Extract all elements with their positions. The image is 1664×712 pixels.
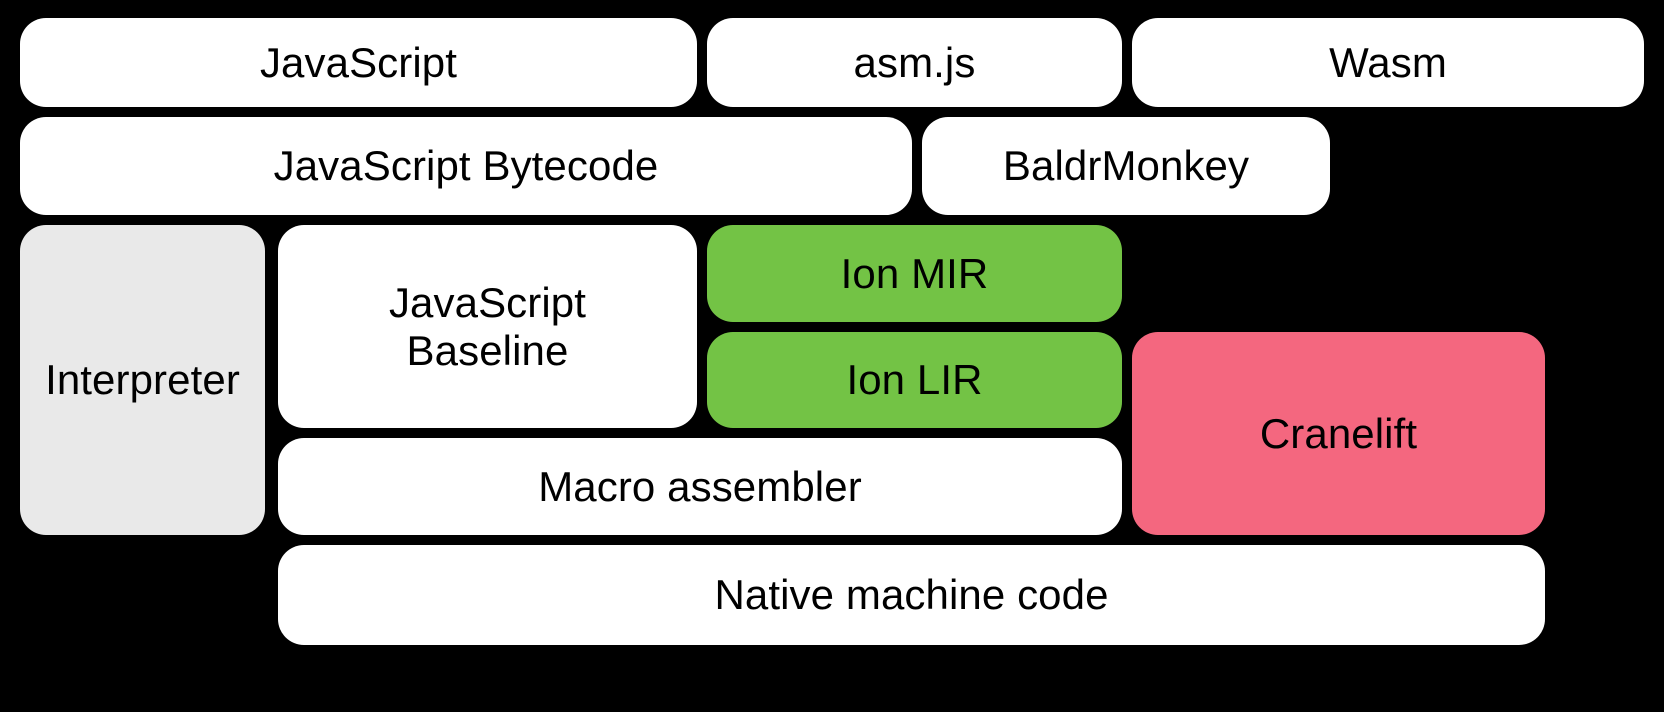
- node-label-javascript-baseline: JavaScript Baseline: [388, 279, 587, 374]
- node-baldrmonkey[interactable]: BaldrMonkey: [922, 117, 1330, 215]
- node-label-macro-assembler: Macro assembler: [538, 462, 862, 510]
- node-ion-lir[interactable]: Ion LIR: [707, 332, 1122, 428]
- node-label-javascript: JavaScript: [259, 38, 458, 86]
- node-asm-js[interactable]: asm.js: [707, 18, 1122, 107]
- node-label-wasm: Wasm: [1329, 38, 1447, 86]
- node-javascript-baseline[interactable]: JavaScript Baseline: [278, 225, 697, 428]
- node-label-ion-lir: Ion LIR: [846, 356, 983, 404]
- node-javascript-bytecode[interactable]: JavaScript Bytecode: [20, 117, 912, 215]
- node-ion-mir[interactable]: Ion MIR: [707, 225, 1122, 322]
- node-native-machine-code[interactable]: Native machine code: [278, 545, 1545, 645]
- node-label-ion-mir: Ion MIR: [840, 249, 989, 297]
- node-label-interpreter: Interpreter: [45, 356, 240, 404]
- node-cranelift[interactable]: Cranelift: [1132, 332, 1545, 535]
- node-javascript[interactable]: JavaScript: [20, 18, 697, 107]
- node-label-cranelift: Cranelift: [1259, 409, 1418, 457]
- node-label-javascript-bytecode: JavaScript Bytecode: [273, 142, 659, 190]
- node-label-native-machine-code: Native machine code: [714, 571, 1109, 619]
- node-interpreter[interactable]: Interpreter: [20, 225, 265, 535]
- node-label-baldrmonkey: BaldrMonkey: [1002, 142, 1250, 190]
- node-wasm[interactable]: Wasm: [1132, 18, 1644, 107]
- node-label-asm-js: asm.js: [853, 38, 976, 86]
- node-macro-assembler[interactable]: Macro assembler: [278, 438, 1122, 535]
